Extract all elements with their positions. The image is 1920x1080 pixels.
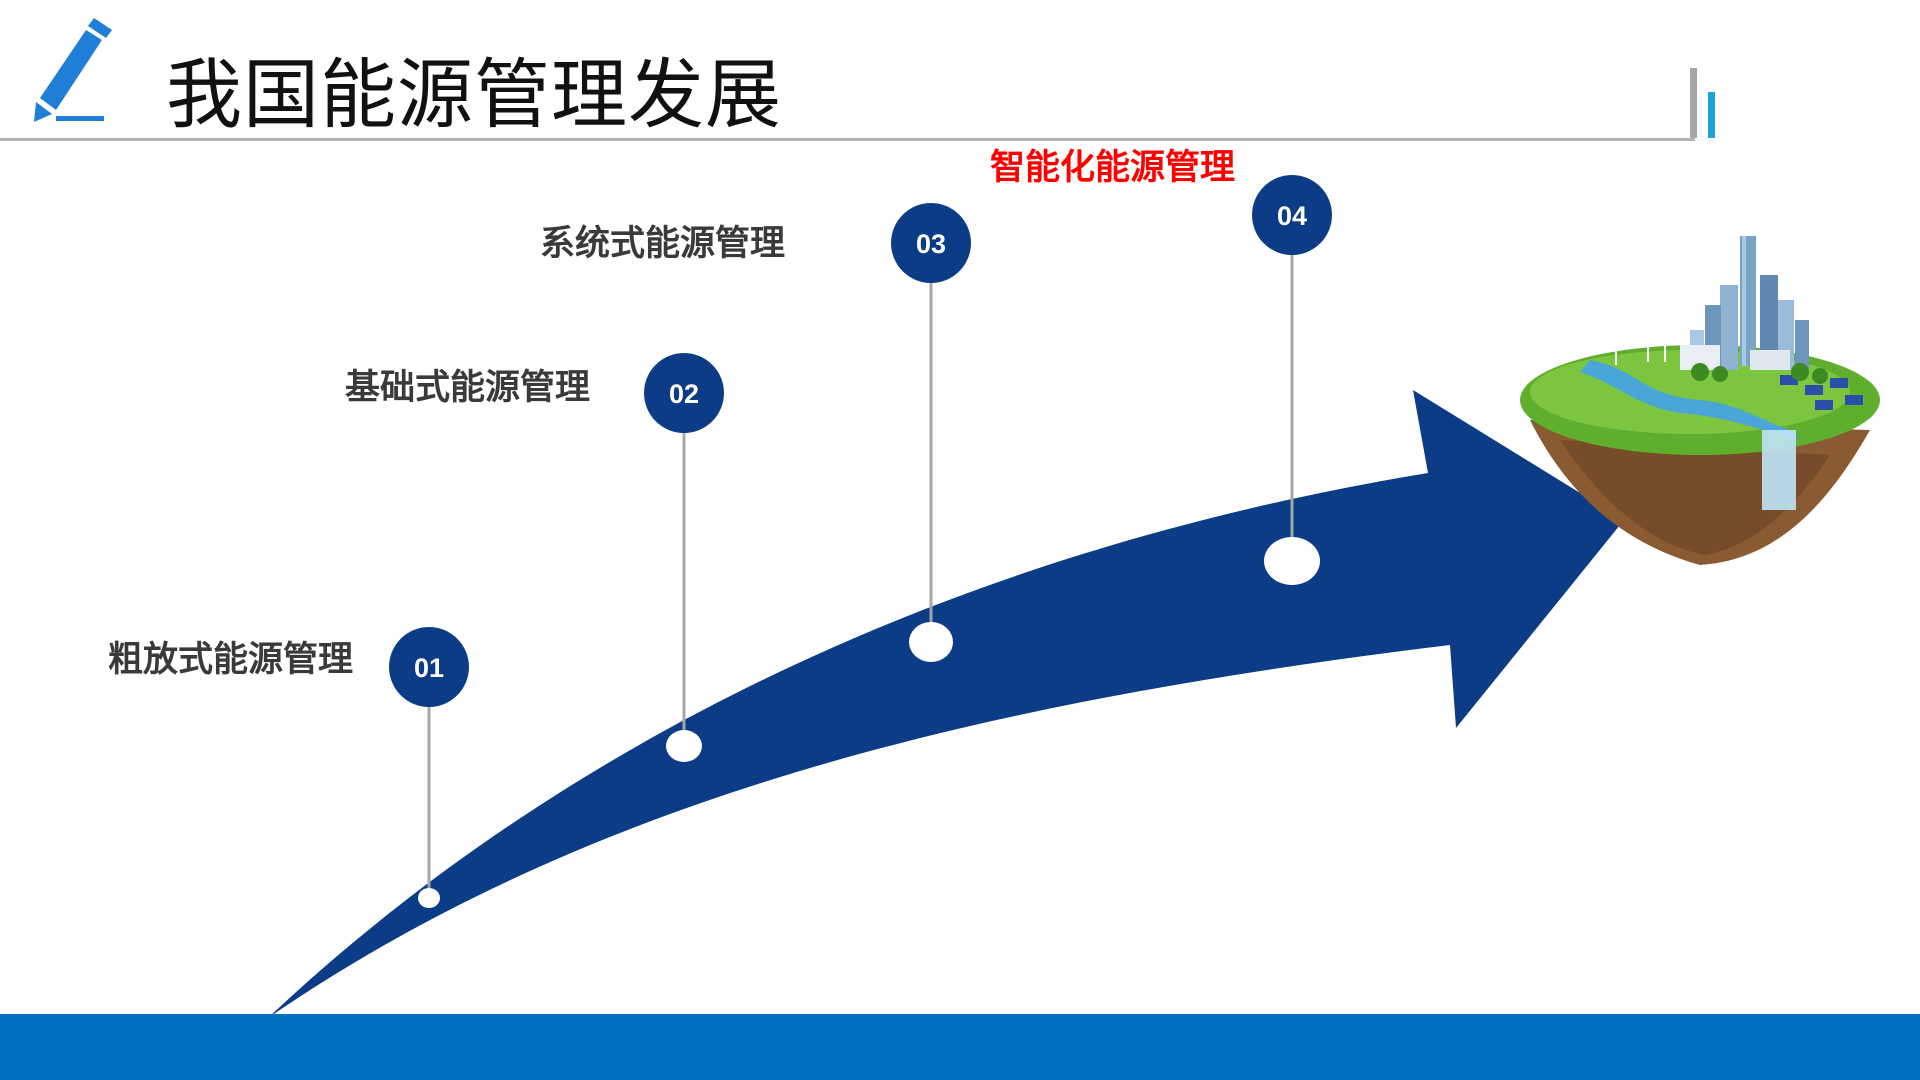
decorative-bar-blue [1708, 92, 1715, 138]
wind-turbines [1605, 317, 1675, 365]
stage-circle-02 [644, 353, 724, 433]
island-river [1580, 360, 1800, 440]
header-divider [0, 138, 1695, 141]
stage-label-04: 智能化能源管理 [990, 148, 1236, 188]
arrow-marker-01 [418, 888, 440, 908]
trees [1691, 363, 1828, 384]
stage-number-03: 03 [916, 229, 946, 259]
stage-number-01: 01 [414, 653, 444, 683]
island-waterfall [1762, 430, 1796, 510]
arrow-marker-04 [1264, 537, 1320, 585]
arrow-marker-03 [909, 622, 953, 662]
floating-island-illustration [1520, 236, 1880, 565]
stage-number-02: 02 [669, 379, 699, 409]
arrow-marker-02 [666, 730, 702, 762]
decorative-bar-gray [1690, 68, 1697, 138]
stage-circle-03 [891, 203, 971, 283]
page-title: 我国能源管理发展 [166, 50, 782, 139]
pencil-icon [34, 18, 112, 122]
skyscrapers [1680, 236, 1809, 370]
stage-label-01: 粗放式能源管理 [108, 640, 354, 680]
solar-panels [1780, 375, 1863, 410]
stage-label-02: 基础式能源管理 [345, 368, 591, 408]
stage-circle-01 [389, 627, 469, 707]
stage-number-04: 04 [1277, 201, 1307, 231]
footer-band [0, 1014, 1920, 1080]
stage-circle-04 [1252, 175, 1332, 255]
stage-label-03: 系统式能源管理 [540, 224, 786, 264]
growth-arrow [268, 390, 1624, 1018]
